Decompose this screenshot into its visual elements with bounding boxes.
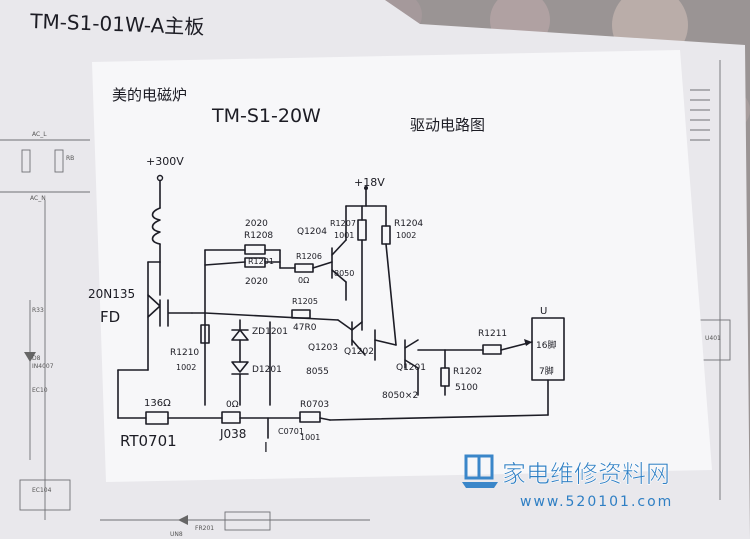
- resistor-r0703: [299, 411, 321, 423]
- label-q1204: Q1204: [297, 227, 327, 237]
- printed-label: AC_N: [30, 195, 46, 202]
- resistor-r1210: [200, 324, 210, 344]
- label-q1201: Q1201: [396, 363, 426, 373]
- title-model: TM-S1-20W: [211, 105, 321, 127]
- label-r1204-val: 1002: [396, 231, 416, 240]
- label-v300: +300V: [146, 155, 184, 168]
- label-igbt: 20N135: [88, 287, 135, 301]
- igbt-symbol: [147, 294, 193, 327]
- printed-label: D8: [32, 355, 41, 362]
- resistor-r1205: [291, 309, 311, 319]
- label-ground: I: [264, 441, 268, 456]
- printed-label: U401: [705, 335, 721, 342]
- watermark-brand: 家电维修资料网: [502, 460, 670, 488]
- label-r1204: R1204: [394, 219, 423, 229]
- printed-label: R33: [32, 307, 44, 314]
- label-q1202: Q1202: [344, 347, 374, 357]
- printed-label: FR201: [195, 525, 214, 532]
- title-kind: 驱动电路图: [410, 116, 485, 134]
- label-pin-low: 7脚: [539, 366, 554, 377]
- label-r1206: R1206: [296, 252, 322, 261]
- label-u: U: [540, 306, 547, 317]
- label-d1201: D1201: [252, 365, 282, 375]
- label-rt: RT0701: [120, 432, 177, 450]
- printed-label: EC104: [32, 487, 52, 494]
- label-q1204-type: 8050: [334, 269, 354, 278]
- watermark-url: www.520101.com: [520, 494, 673, 510]
- label-r1205-val: 47R0: [293, 323, 317, 333]
- label-r1206-val: 0Ω: [298, 276, 309, 285]
- printed-sheet-labels: AC_L RB AC_N R33 D8 IN4007 EC10 EC104 FR…: [30, 131, 721, 538]
- label-r0703-val: 1001: [300, 433, 320, 442]
- sketch-title: 美的电磁炉 TM-S1-20W 驱动电路图: [112, 86, 485, 134]
- label-r1210-val: 1002: [176, 363, 196, 372]
- label-r1208: R1208: [244, 231, 273, 241]
- printed-label: IN4007: [32, 363, 54, 370]
- label-r1208-val: 2020: [245, 219, 268, 229]
- label-q1203: Q1203: [308, 343, 338, 353]
- label-zd1201: ZD1201: [252, 327, 288, 337]
- printed-label: EC10: [32, 387, 48, 394]
- label-r1210: R1210: [170, 348, 199, 358]
- coil-symbol: [151, 207, 161, 245]
- label-rt-val: 136Ω: [144, 398, 171, 409]
- label-j: J038: [219, 427, 246, 441]
- label-q1201-type: 8050×2: [382, 391, 418, 401]
- label-r0703: R0703: [300, 400, 329, 410]
- label-c: C0701: [278, 427, 304, 436]
- printed-label: UN8: [170, 531, 183, 538]
- label-r1207-val: 1001: [334, 231, 354, 240]
- label-r1202: R1202: [453, 367, 482, 377]
- label-r1211: R1211: [478, 329, 507, 339]
- schematic-wires: [117, 174, 565, 439]
- label-r1202-val: 5100: [455, 383, 478, 393]
- label-r1201: R1201: [248, 257, 274, 266]
- label-igbt-sub: FD: [100, 308, 120, 326]
- label-pin-high: 16脚: [536, 340, 556, 351]
- label-r1207: R1207: [330, 219, 356, 228]
- label-j-val: 0Ω: [226, 400, 239, 410]
- printed-label: RB: [66, 155, 74, 162]
- label-v18: +18V: [354, 176, 385, 189]
- watermark: 家电维修资料网 www.520101.com: [462, 454, 673, 510]
- component-labels: +300V +18V 20N135 FD 2020 R1208 R1201 20…: [88, 155, 556, 456]
- label-r1201-val: 2020: [245, 277, 268, 287]
- label-r1205: R1205: [292, 297, 318, 306]
- title-brand: 美的电磁炉: [112, 86, 187, 104]
- printed-label: AC_L: [32, 131, 47, 138]
- label-q1203-type: 8055: [306, 367, 329, 377]
